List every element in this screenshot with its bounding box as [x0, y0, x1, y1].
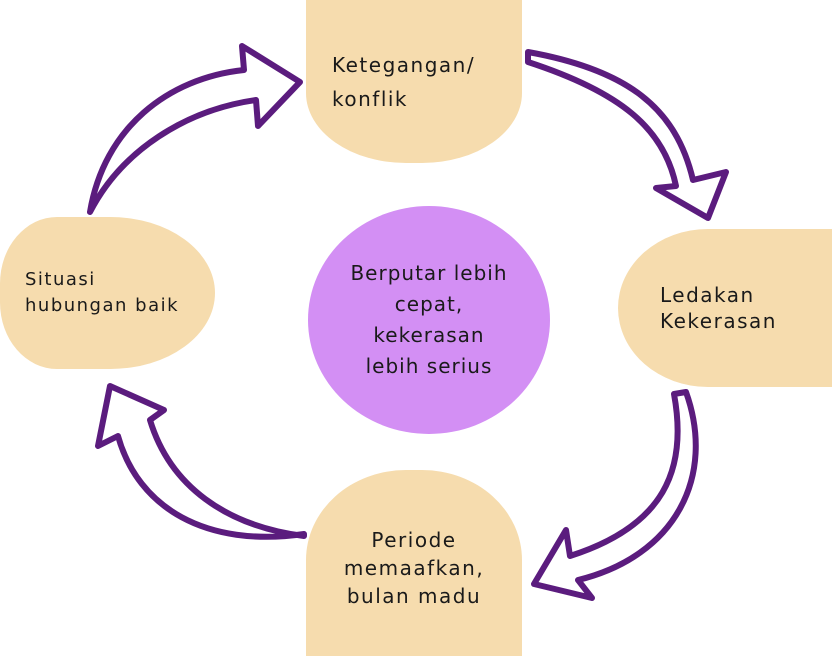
center-note-line: Berputar lebih — [350, 261, 508, 285]
stage-label-line: Ketegangan/ — [332, 52, 476, 77]
center-note: Berputar lebih cepat, kekerasan lebih se… — [308, 206, 550, 434]
stage-label-line: Kekerasan — [660, 309, 777, 333]
stage-honeymoon: Periode memaafkan, bulan madu — [306, 470, 522, 656]
arrow-bottom-to-left — [95, 383, 307, 540]
stage-label-line: memaafkan, — [343, 556, 485, 580]
stage-label-line: hubungan baik — [25, 295, 180, 316]
stage-violence-explosion: Ledakan Kekerasan — [618, 229, 832, 387]
stage-label-line: Periode — [371, 528, 457, 552]
arrow-top-to-right — [525, 49, 729, 221]
stage-label-line: bulan madu — [346, 584, 482, 608]
center-note-line: cepat, — [394, 292, 464, 316]
stage-label-line: Ledakan — [660, 283, 755, 307]
stage-tension-conflict: Ketegangan/ konflik — [306, 0, 522, 163]
arrow-left-to-top — [87, 43, 303, 215]
center-note-line: lebih serius — [365, 354, 493, 378]
stage-label-line: konflik — [332, 86, 409, 111]
center-note-line: kekerasan — [373, 323, 485, 347]
stage-label-line: Situasi — [25, 269, 96, 290]
stage-good-relationship: Situasi hubungan baik — [0, 217, 215, 369]
arrow-right-to-bottom — [531, 389, 699, 601]
